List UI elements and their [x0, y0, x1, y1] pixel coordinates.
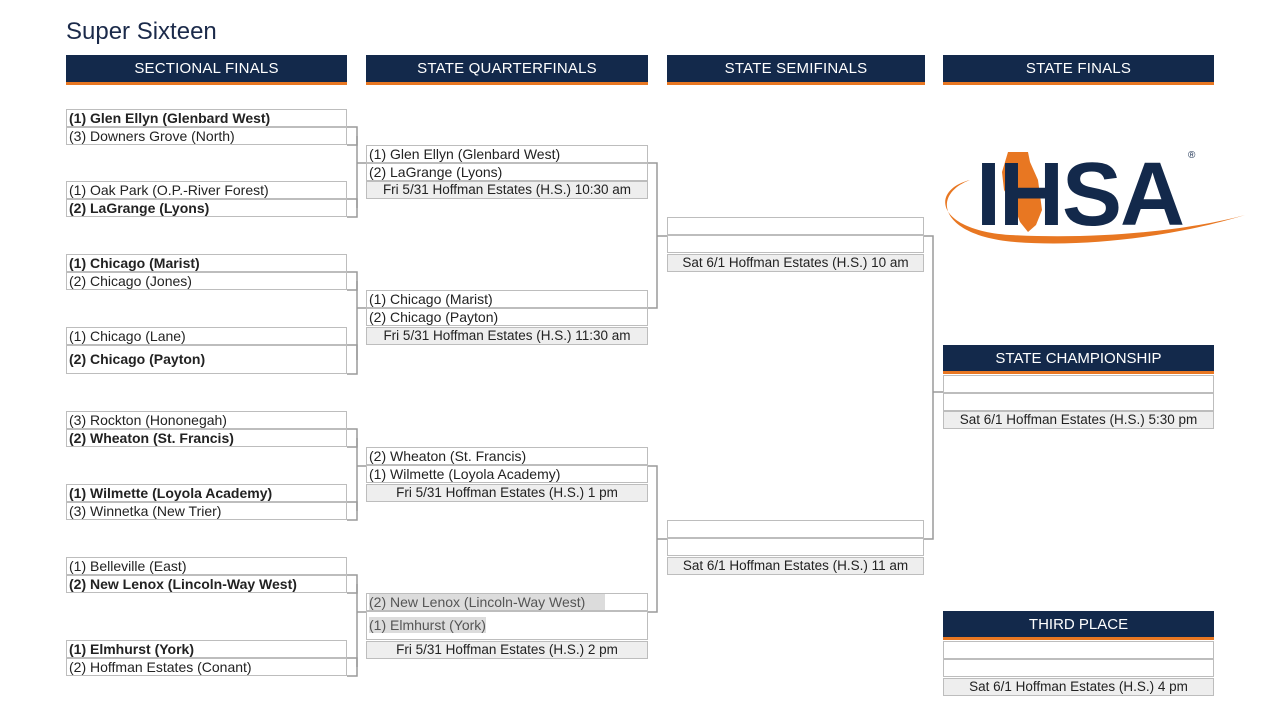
quarterfinal-4-bottom-row: (1) Elmhurst (York): [366, 611, 648, 640]
semifinal-1-top: [667, 217, 924, 235]
quarterfinal-4-top-row: (2) New Lenox (Lincoln-Way West): [366, 593, 648, 611]
state-championship-header: STATE CHAMPIONSHIP: [943, 345, 1214, 374]
quarterfinal-2-bottom: (2) Chicago (Payton): [366, 308, 648, 326]
quarterfinal-2-top: (1) Chicago (Marist): [366, 290, 648, 308]
quarterfinal-3-bottom: (1) Wilmette (Loyola Academy): [366, 465, 648, 483]
semifinal-1-info: Sat 6/1 Hoffman Estates (H.S.) 10 am: [667, 254, 924, 272]
quarterfinal-2-info: Fri 5/31 Hoffman Estates (H.S.) 11:30 am: [366, 327, 648, 345]
sectional-6-top: (1) Wilmette (Loyola Academy): [66, 484, 347, 502]
semifinal-2-info: Sat 6/1 Hoffman Estates (H.S.) 11 am: [667, 557, 924, 575]
sectional-2-top: (1) Oak Park (O.P.-River Forest): [66, 181, 347, 199]
header-sectional-finals: SECTIONAL FINALS: [66, 55, 347, 85]
semifinal-2-bottom: [667, 538, 924, 556]
sectional-5-bottom: (2) Wheaton (St. Francis): [66, 429, 347, 447]
quarterfinal-4-info: Fri 5/31 Hoffman Estates (H.S.) 2 pm: [366, 641, 648, 659]
sectional-1-bottom: (3) Downers Grove (North): [66, 127, 347, 145]
sectional-3-top: (1) Chicago (Marist): [66, 254, 347, 272]
championship-top: [943, 375, 1214, 393]
semifinal-2-top: [667, 520, 924, 538]
sectional-8-bottom: (2) Hoffman Estates (Conant): [66, 658, 347, 676]
sectional-7-bottom: (2) New Lenox (Lincoln-Way West): [66, 575, 347, 593]
quarterfinal-4-bottom: (1) Elmhurst (York): [369, 617, 486, 633]
third-place-top: [943, 641, 1214, 659]
sectional-8-top: (1) Elmhurst (York): [66, 640, 347, 658]
third-place-info: Sat 6/1 Hoffman Estates (H.S.) 4 pm: [943, 678, 1214, 696]
header-state-semifinals: STATE SEMIFINALS: [667, 55, 925, 85]
championship-info: Sat 6/1 Hoffman Estates (H.S.) 5:30 pm: [943, 411, 1214, 429]
third-place-bottom: [943, 659, 1214, 677]
sectional-5-top: (3) Rockton (Hononegah): [66, 411, 347, 429]
header-state-finals: STATE FINALS: [943, 55, 1214, 85]
sectional-2-bottom: (2) LaGrange (Lyons): [66, 199, 347, 217]
championship-bottom: [943, 393, 1214, 411]
logo-text: IHSA: [976, 145, 1183, 245]
logo-registered: ®: [1188, 150, 1196, 161]
quarterfinal-3-top: (2) Wheaton (St. Francis): [366, 447, 648, 465]
sectional-1-top: (1) Glen Ellyn (Glenbard West): [66, 109, 347, 127]
sectional-7-top: (1) Belleville (East): [66, 557, 347, 575]
semifinal-1-bottom: [667, 235, 924, 253]
quarterfinal-1-bottom: (2) LaGrange (Lyons): [366, 163, 648, 181]
third-place-header: THIRD PLACE: [943, 611, 1214, 640]
quarterfinal-4-top: (2) New Lenox (Lincoln-Way West): [369, 594, 605, 610]
sectional-6-bottom: (3) Winnetka (New Trier): [66, 502, 347, 520]
ihsa-logo: IHSA ®: [930, 140, 1250, 255]
header-state-quarterfinals: STATE QUARTERFINALS: [366, 55, 648, 85]
quarterfinal-1-top: (1) Glen Ellyn (Glenbard West): [366, 145, 648, 163]
page-title: Super Sixteen: [66, 18, 217, 45]
quarterfinal-1-info: Fri 5/31 Hoffman Estates (H.S.) 10:30 am: [366, 181, 648, 199]
sectional-4-top: (1) Chicago (Lane): [66, 327, 347, 345]
sectional-3-bottom: (2) Chicago (Jones): [66, 272, 347, 290]
quarterfinal-3-info: Fri 5/31 Hoffman Estates (H.S.) 1 pm: [366, 484, 648, 502]
sectional-4-bottom: (2) Chicago (Payton): [66, 345, 347, 374]
